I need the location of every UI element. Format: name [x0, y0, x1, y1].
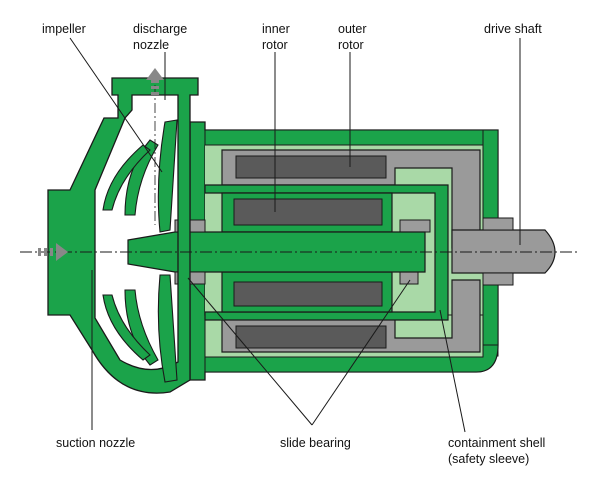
label-discharge-nozzle: discharge nozzle — [133, 22, 191, 52]
impeller-vane — [157, 274, 178, 383]
slide-bearing-rear-top — [399, 219, 431, 233]
label-inner-rotor: inner rotor — [262, 22, 293, 52]
arrow-right-dashed-icon — [38, 243, 68, 261]
drive-shaft-seal-top — [482, 217, 514, 231]
drive-shaft-seal-bottom — [482, 272, 514, 286]
leader-slide-bearing-rear — [311, 279, 411, 426]
label-slide-bearing: slide bearing — [280, 436, 351, 450]
arrow-up-dashed-icon — [146, 68, 164, 95]
housing-frame-bottom — [204, 344, 499, 373]
label-containment-shell: containment shell (safety sleeve) — [448, 436, 549, 466]
label-drive-shaft: drive shaft — [484, 22, 542, 36]
inner-rotor-magnet-top — [233, 198, 383, 226]
impeller-vane — [102, 294, 151, 361]
leader-impeller — [69, 37, 163, 173]
inner-rotor-magnet-bottom — [233, 281, 383, 307]
impeller-vane — [157, 119, 178, 233]
impeller-vane — [102, 144, 151, 211]
housing-frame-top — [204, 129, 499, 146]
outer-rotor-magnet-top — [235, 155, 387, 179]
pump-casing — [47, 77, 199, 394]
leader-containment-shell — [439, 309, 466, 433]
impeller-vane — [124, 289, 159, 366]
leader-slide-bearing-front — [187, 277, 313, 426]
label-impeller: impeller — [42, 22, 86, 36]
label-suction-nozzle: suction nozzle — [56, 436, 135, 450]
outer-rotor-magnet-bottom — [235, 325, 387, 349]
label-outer-rotor: outer rotor — [338, 22, 370, 52]
